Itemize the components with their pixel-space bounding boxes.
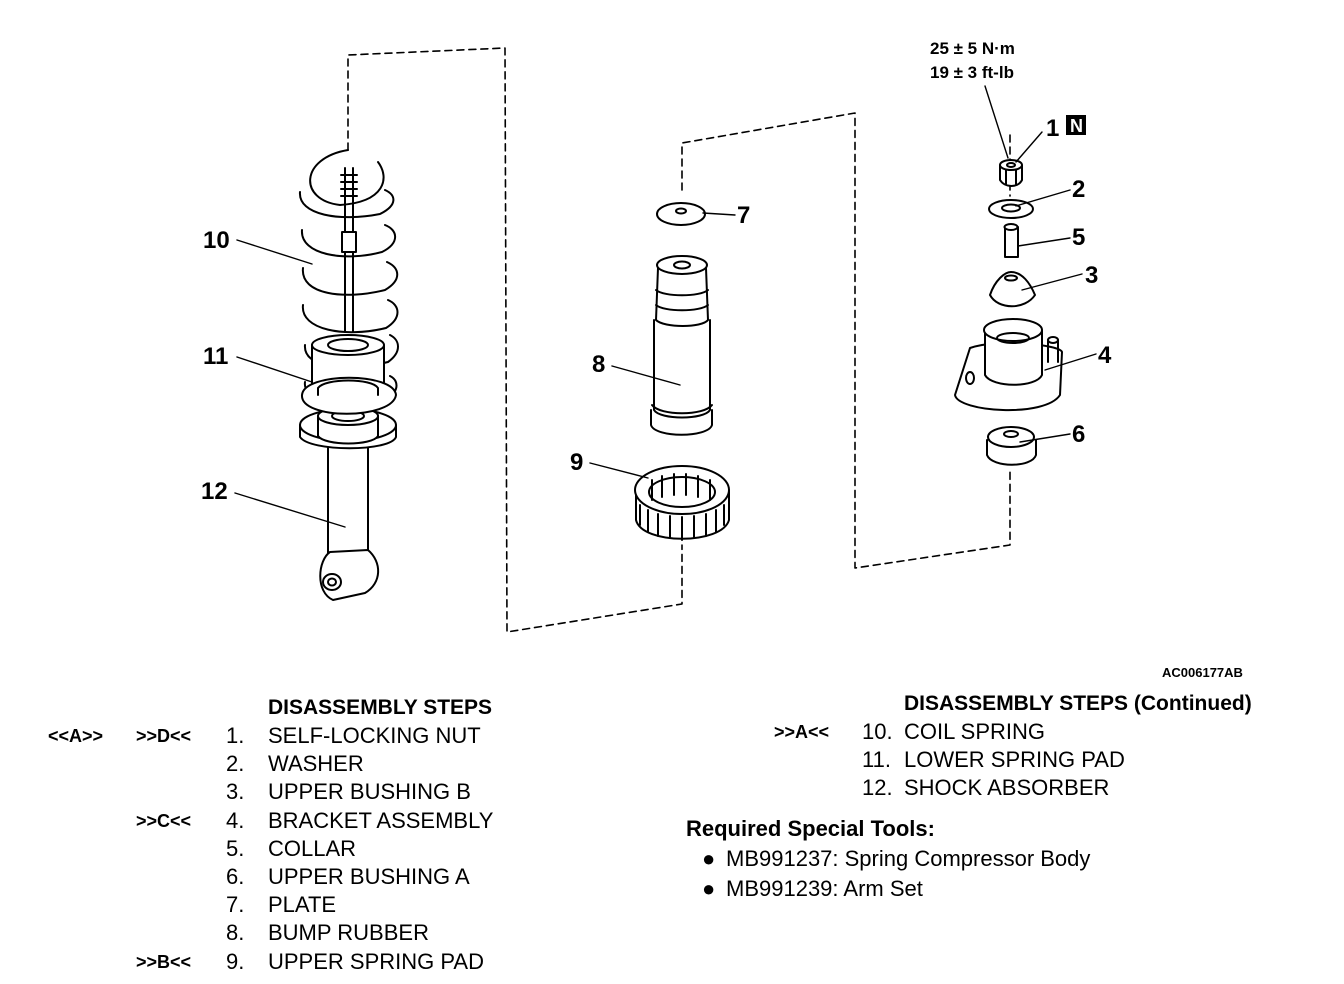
step-row: 8. BUMP RUBBER xyxy=(46,919,606,947)
step-row: <<A>> >>D<< 1. SELF-LOCKING NUT xyxy=(46,722,606,750)
step-row: >>C<< 4. BRACKET ASSEMBLY xyxy=(46,807,606,835)
step-number: 1. xyxy=(226,723,245,748)
new-part-badge-letter: N xyxy=(1070,116,1083,136)
step-number: 3. xyxy=(226,779,245,805)
leader-lines xyxy=(234,85,1097,528)
tool-text: MB991239: Arm Set xyxy=(726,876,923,901)
exploded-view-diagram: 25 ± 5 N·m 19 ± 3 ft-lb 1 N 2 3 4 5 6 7 … xyxy=(201,39,1243,680)
step-text: UPPER BUSHING A xyxy=(268,863,470,889)
tool-text: MB991237: Spring Compressor Body xyxy=(726,846,1091,871)
callout-5: 5 xyxy=(1072,224,1085,251)
step-row: 3. UPPER BUSHING B xyxy=(46,778,606,806)
step-number: 7. xyxy=(226,892,245,918)
self-locking-nut xyxy=(999,159,1023,187)
callout-10: 10 xyxy=(203,227,230,254)
plate xyxy=(656,202,706,226)
torque-spec-imperial: 19 ± 3 ft-lb xyxy=(930,63,1014,82)
step-row: >>A<< 10. COIL SPRING xyxy=(770,718,1330,746)
shock-absorber xyxy=(319,167,380,601)
step-row: 11. LOWER SPRING PAD xyxy=(770,746,1330,774)
torque-spec-metric: 25 ± 5 N·m xyxy=(930,39,1015,58)
step-text: SHOCK ABSORBER xyxy=(904,775,1110,801)
bracket-assembly xyxy=(954,318,1063,411)
callout-6: 6 xyxy=(1072,421,1085,448)
upper-bushing-a xyxy=(986,426,1037,466)
step-mark: >>A<< xyxy=(774,722,830,742)
step-text: BUMP RUBBER xyxy=(268,920,429,946)
tools-heading: Required Special Tools: xyxy=(686,816,935,841)
step-row: 7. PLATE xyxy=(46,891,606,919)
callout-7: 7 xyxy=(737,202,750,229)
step-text: BRACKET ASSEMBLY xyxy=(268,807,494,833)
step-row: 2. WASHER xyxy=(46,750,606,778)
step-text: LOWER SPRING PAD xyxy=(904,747,1125,773)
step-number: 11. xyxy=(862,747,891,773)
step-number: 12. xyxy=(862,775,893,801)
step-row: >>B<< 9. UPPER SPRING PAD xyxy=(46,948,606,976)
tool-item: ● MB991239: Arm Set xyxy=(686,874,1090,904)
bullet-icon: ● xyxy=(702,846,716,871)
step-number: 5. xyxy=(226,835,245,861)
step-text: PLATE xyxy=(268,892,337,918)
step-number: 9. xyxy=(226,948,245,974)
step-number: 10. xyxy=(862,719,893,744)
step-number: 4. xyxy=(226,807,245,833)
step-row: 6. UPPER BUSHING A xyxy=(46,863,606,891)
new-part-badge xyxy=(1066,115,1086,135)
disassembly-steps-right: DISASSEMBLY STEPS (Continued) >>A<< 10. CO… xyxy=(770,690,1330,803)
upper-spring-pad xyxy=(634,465,730,541)
step-number: 8. xyxy=(226,920,245,946)
tool-item: ● MB991237: Spring Compressor Body xyxy=(686,844,1090,874)
lower-spring-pad xyxy=(299,406,397,450)
step-row: 12. SHOCK ABSORBER xyxy=(770,774,1330,802)
special-tools: Required Special Tools: ● MB991237: Sprin… xyxy=(686,814,1090,904)
steps-continued-heading: DISASSEMBLY STEPS (Continued) xyxy=(904,692,1252,715)
bullet-icon: ● xyxy=(702,876,716,901)
disassembly-steps-left: DISASSEMBLY STEPS <<A>> >>D<< 1. SELF-LOCKI… xyxy=(46,694,606,976)
callout-4: 4 xyxy=(1098,342,1112,369)
step-text: UPPER BUSHING B xyxy=(268,779,471,805)
steps-heading: DISASSEMBLY STEPS xyxy=(268,696,493,719)
step-number: 2. xyxy=(226,751,245,777)
upper-bushing-b xyxy=(989,271,1036,308)
step-row: 5. COLLAR xyxy=(46,835,606,863)
step-text: COIL SPRING xyxy=(904,719,1045,744)
step-mark-b: >>B<< xyxy=(136,951,192,972)
callout-11: 11 xyxy=(203,343,228,370)
collar xyxy=(1003,223,1019,258)
callout-9: 9 xyxy=(570,449,583,476)
step-number: 6. xyxy=(226,863,245,889)
step-text: COLLAR xyxy=(268,835,357,861)
step-text: WASHER xyxy=(268,751,364,777)
callout-8: 8 xyxy=(592,351,605,378)
callout-3: 3 xyxy=(1085,262,1098,289)
coil-spring xyxy=(298,149,399,415)
figure-id: AC006177AB xyxy=(1162,665,1243,680)
step-mark-b: >>D<< xyxy=(136,726,192,746)
callout-12: 12 xyxy=(201,478,228,505)
step-mark-a: <<A>> xyxy=(48,726,104,746)
bump-rubber xyxy=(650,255,713,436)
step-text: SELF-LOCKING NUT xyxy=(268,723,481,748)
step-mark-b: >>C<< xyxy=(136,810,192,831)
callout-2: 2 xyxy=(1072,176,1085,203)
step-text: UPPER SPRING PAD xyxy=(268,948,484,974)
callout-1: 1 xyxy=(1046,115,1059,142)
